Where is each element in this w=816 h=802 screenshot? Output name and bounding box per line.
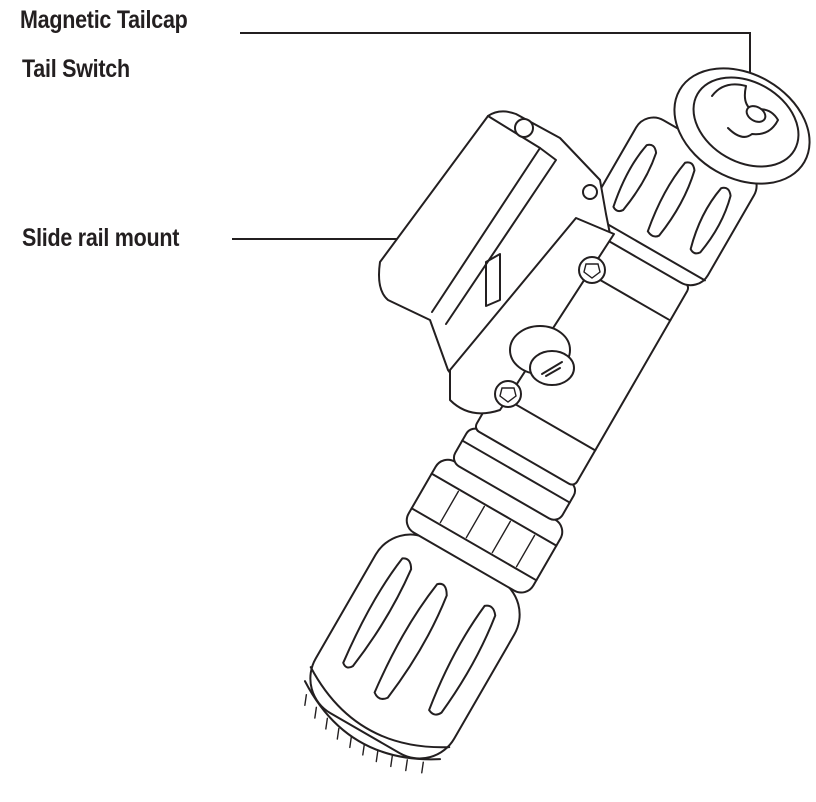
magnetic-tailcap-label: Magnetic Tailcap: [20, 6, 188, 34]
tail-switch-label: Tail Switch: [22, 55, 130, 83]
flashlight-body: [303, 116, 758, 774]
flashlight-head: [303, 533, 521, 774]
tail-switch: [745, 105, 767, 123]
slide-rail-mount: [378, 110, 615, 415]
magnetic-tailcap: [673, 67, 811, 185]
slide-rail-mount-label: Slide rail mount: [22, 224, 180, 252]
tailcap-leader-line: [240, 32, 751, 98]
flashlight-collar: [405, 427, 577, 594]
